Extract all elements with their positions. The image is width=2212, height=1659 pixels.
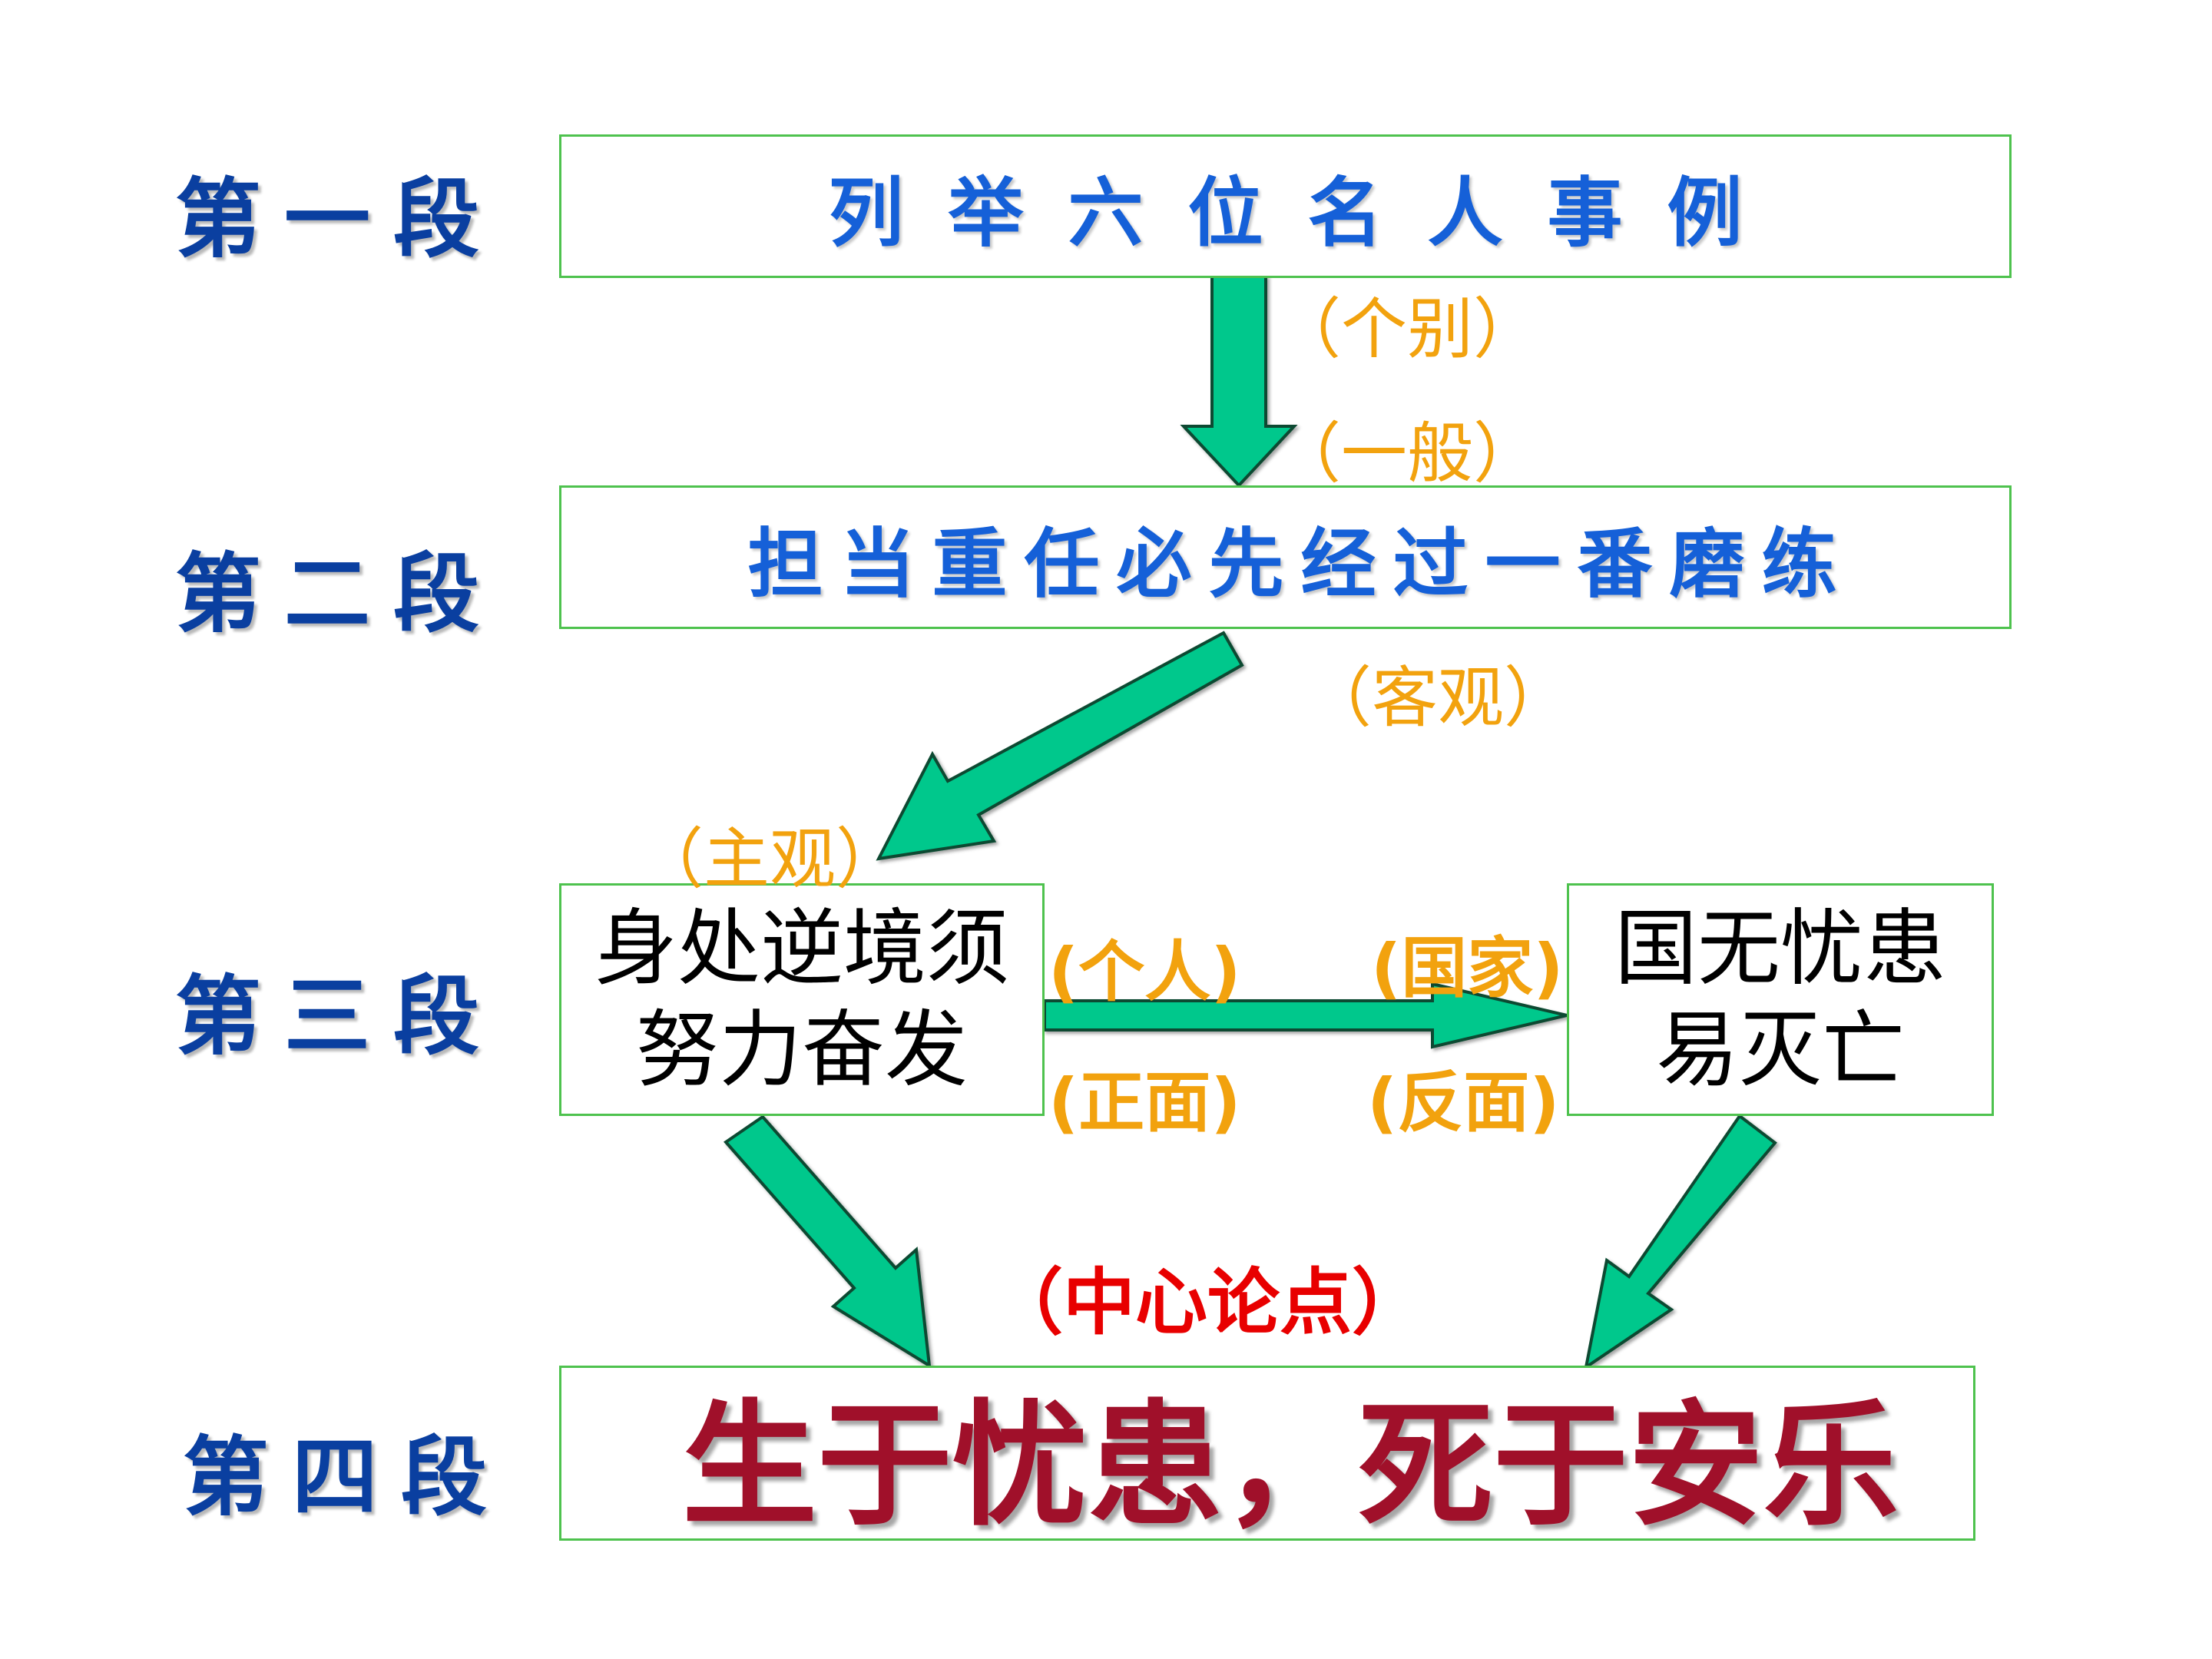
note-general: （一般） (1275, 416, 1539, 492)
box-nation-peril-line1: 国无忧患 (1614, 900, 1946, 997)
box-central-thesis-text: 生于忧患，死于安乐 (681, 1386, 1899, 1545)
arrow-diag-down-right (1584, 1114, 1777, 1371)
note-national: (国家) (1371, 930, 1564, 1007)
arrow-down-1 (1180, 275, 1298, 488)
box-hardship-trial-text: 担当重任必先经过一番磨练 (747, 520, 1854, 608)
box-nation-peril: 国无忧患 易灭亡 (1567, 883, 1994, 1116)
segment-label-3: 第三段 (175, 967, 502, 1067)
note-individual: （个别） (1275, 291, 1539, 368)
note-subjective: （主观） (637, 821, 902, 898)
segment-label-2: 第二段 (175, 545, 502, 644)
segment-label-4: 第四段 (183, 1428, 510, 1528)
note-personal: (个人) (1048, 934, 1241, 1011)
box-adversity-effort: 身处逆境须 努力奋发 (559, 883, 1045, 1116)
segment-label-1: 第一段 (175, 170, 502, 270)
box-famous-examples: 列举六位名人事例 (559, 134, 2012, 278)
note-positive: (正面) (1048, 1065, 1241, 1141)
box-central-thesis: 生于忧患，死于安乐 (559, 1366, 1975, 1545)
arrow-diag-down-left (724, 1114, 932, 1369)
box-adversity-effort-line1: 身处逆境须 (594, 900, 1009, 997)
arrow-diag-left (876, 631, 1244, 861)
arrow-right (1043, 982, 1568, 1049)
box-adversity-effort-line2: 努力奋发 (635, 1002, 968, 1098)
note-central-point: （中心论点） (991, 1261, 1425, 1345)
box-hardship-trial: 担当重任必先经过一番磨练 (559, 485, 2012, 629)
box-nation-peril-line2: 易灭亡 (1655, 1002, 1905, 1098)
box-famous-examples-text: 列举六位名人事例 (828, 169, 1787, 257)
note-objective: （客观） (1306, 660, 1570, 737)
note-negative: (反面) (1367, 1065, 1560, 1141)
